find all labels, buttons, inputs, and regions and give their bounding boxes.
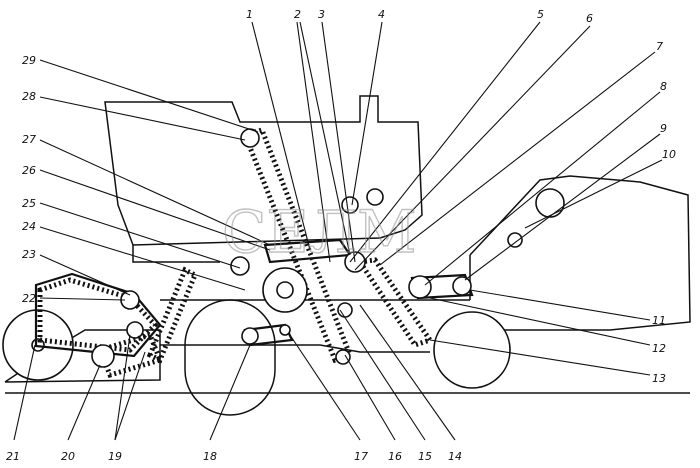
label-5: 5 (537, 8, 544, 21)
front-wheel (184, 299, 276, 416)
label-28: 28 (22, 90, 36, 103)
label-2: 2 (294, 8, 301, 21)
label-23: 23 (22, 248, 36, 261)
pulley-9 (452, 276, 472, 296)
label-27: 27 (22, 133, 36, 146)
rear-wheel (433, 311, 511, 389)
pulley-18 (241, 327, 259, 345)
rear-body-outline (469, 175, 691, 331)
label-11: 11 (652, 314, 666, 327)
label-1: 1 (246, 8, 253, 21)
label-25: 25 (22, 197, 36, 210)
label-26: 26 (22, 164, 36, 177)
sprocket-20 (91, 344, 115, 368)
pulley-5 (366, 188, 384, 206)
hopper-outline (104, 95, 423, 246)
label-22: 22 (22, 292, 36, 305)
label-7: 7 (656, 40, 663, 53)
part-labels: 1 2 3 4 5 6 7 8 9 10 11 12 13 14 15 16 1… (6, 8, 676, 463)
sprocket-16 (335, 349, 351, 365)
label-6: 6 (586, 12, 593, 25)
label-24: 24 (22, 220, 36, 233)
label-20: 20 (61, 450, 75, 463)
pulley-10b (507, 232, 523, 248)
pulley-10 (535, 188, 565, 218)
label-17: 17 (354, 450, 368, 463)
label-16: 16 (388, 450, 402, 463)
thresher-hub (276, 281, 294, 299)
label-14: 14 (448, 450, 462, 463)
feeder-chain-left (37, 277, 159, 353)
label-29: 29 (22, 54, 36, 67)
pulley-17 (279, 324, 291, 336)
label-15: 15 (418, 450, 432, 463)
leader-lines (13, 21, 663, 441)
label-8: 8 (660, 80, 667, 93)
label-4: 4 (378, 8, 385, 21)
label-9: 9 (660, 122, 667, 135)
chain-24 (146, 266, 199, 364)
cab-outline (132, 245, 220, 263)
label-10: 10 (662, 148, 676, 161)
label-19: 19 (108, 450, 122, 463)
chain-14 (355, 257, 434, 348)
label-12: 12 (652, 342, 666, 355)
pulley-8 (408, 275, 432, 299)
pulley-4 (341, 196, 359, 214)
pulley-25 (230, 256, 250, 276)
watermark: СЕЛМ (222, 198, 417, 266)
label-18: 18 (203, 450, 217, 463)
label-13: 13 (652, 372, 666, 385)
label-21: 21 (6, 450, 20, 463)
label-3: 3 (318, 8, 325, 21)
